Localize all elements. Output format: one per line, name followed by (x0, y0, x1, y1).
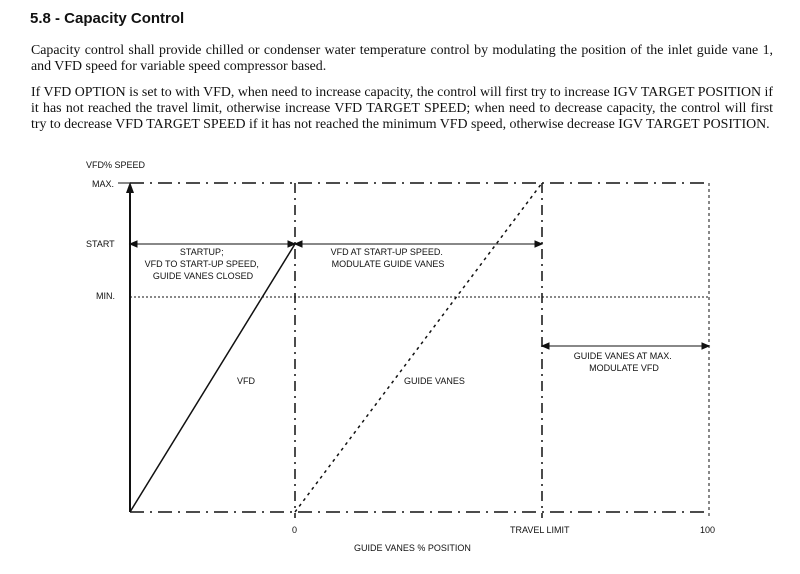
max-vanes-arrowhead-right (701, 342, 711, 350)
y-label-min: MIN. (96, 291, 115, 301)
vfd-curve (129, 243, 296, 513)
modulate-arrowhead-left (293, 240, 303, 248)
max-vanes-arrowhead-left (540, 342, 550, 350)
startup-region-label: STARTUP; VFD TO START-UP SPEED, GUIDE VA… (145, 247, 262, 281)
y-label-start: START (86, 239, 115, 249)
startup-arrowhead-left (128, 240, 138, 248)
section-heading: 5.8 - Capacity Control (30, 10, 185, 27)
modulate-vanes-region-label: VFD AT START-UP SPEED. MODULATE GUIDE VA… (331, 247, 446, 269)
paragraph-capacity-control: Capacity control shall provide chilled o… (31, 43, 773, 74)
y-axis-title: VFD% SPEED (86, 160, 146, 170)
y-label-max: MAX. (92, 179, 114, 189)
y-axis-arrowhead (126, 182, 134, 193)
modulate-arrowhead-right (534, 240, 544, 248)
startup-arrowhead-right (287, 240, 297, 248)
x-label-travel-limit: TRAVEL LIMIT (510, 525, 570, 535)
paragraph-vfd-option: If VFD OPTION is set to with VFD, when n… (31, 85, 773, 132)
vfd-curve-label: VFD (237, 376, 256, 386)
guide-vanes-curve (294, 182, 543, 513)
x-axis-title: GUIDE VANES % POSITION (354, 543, 471, 553)
max-vanes-region-label: GUIDE VANES AT MAX. MODULATE VFD (574, 351, 675, 373)
x-label-zero: 0 (292, 525, 297, 535)
x-label-hundred: 100 (700, 525, 715, 535)
guide-vanes-curve-label: GUIDE VANES (404, 376, 465, 386)
